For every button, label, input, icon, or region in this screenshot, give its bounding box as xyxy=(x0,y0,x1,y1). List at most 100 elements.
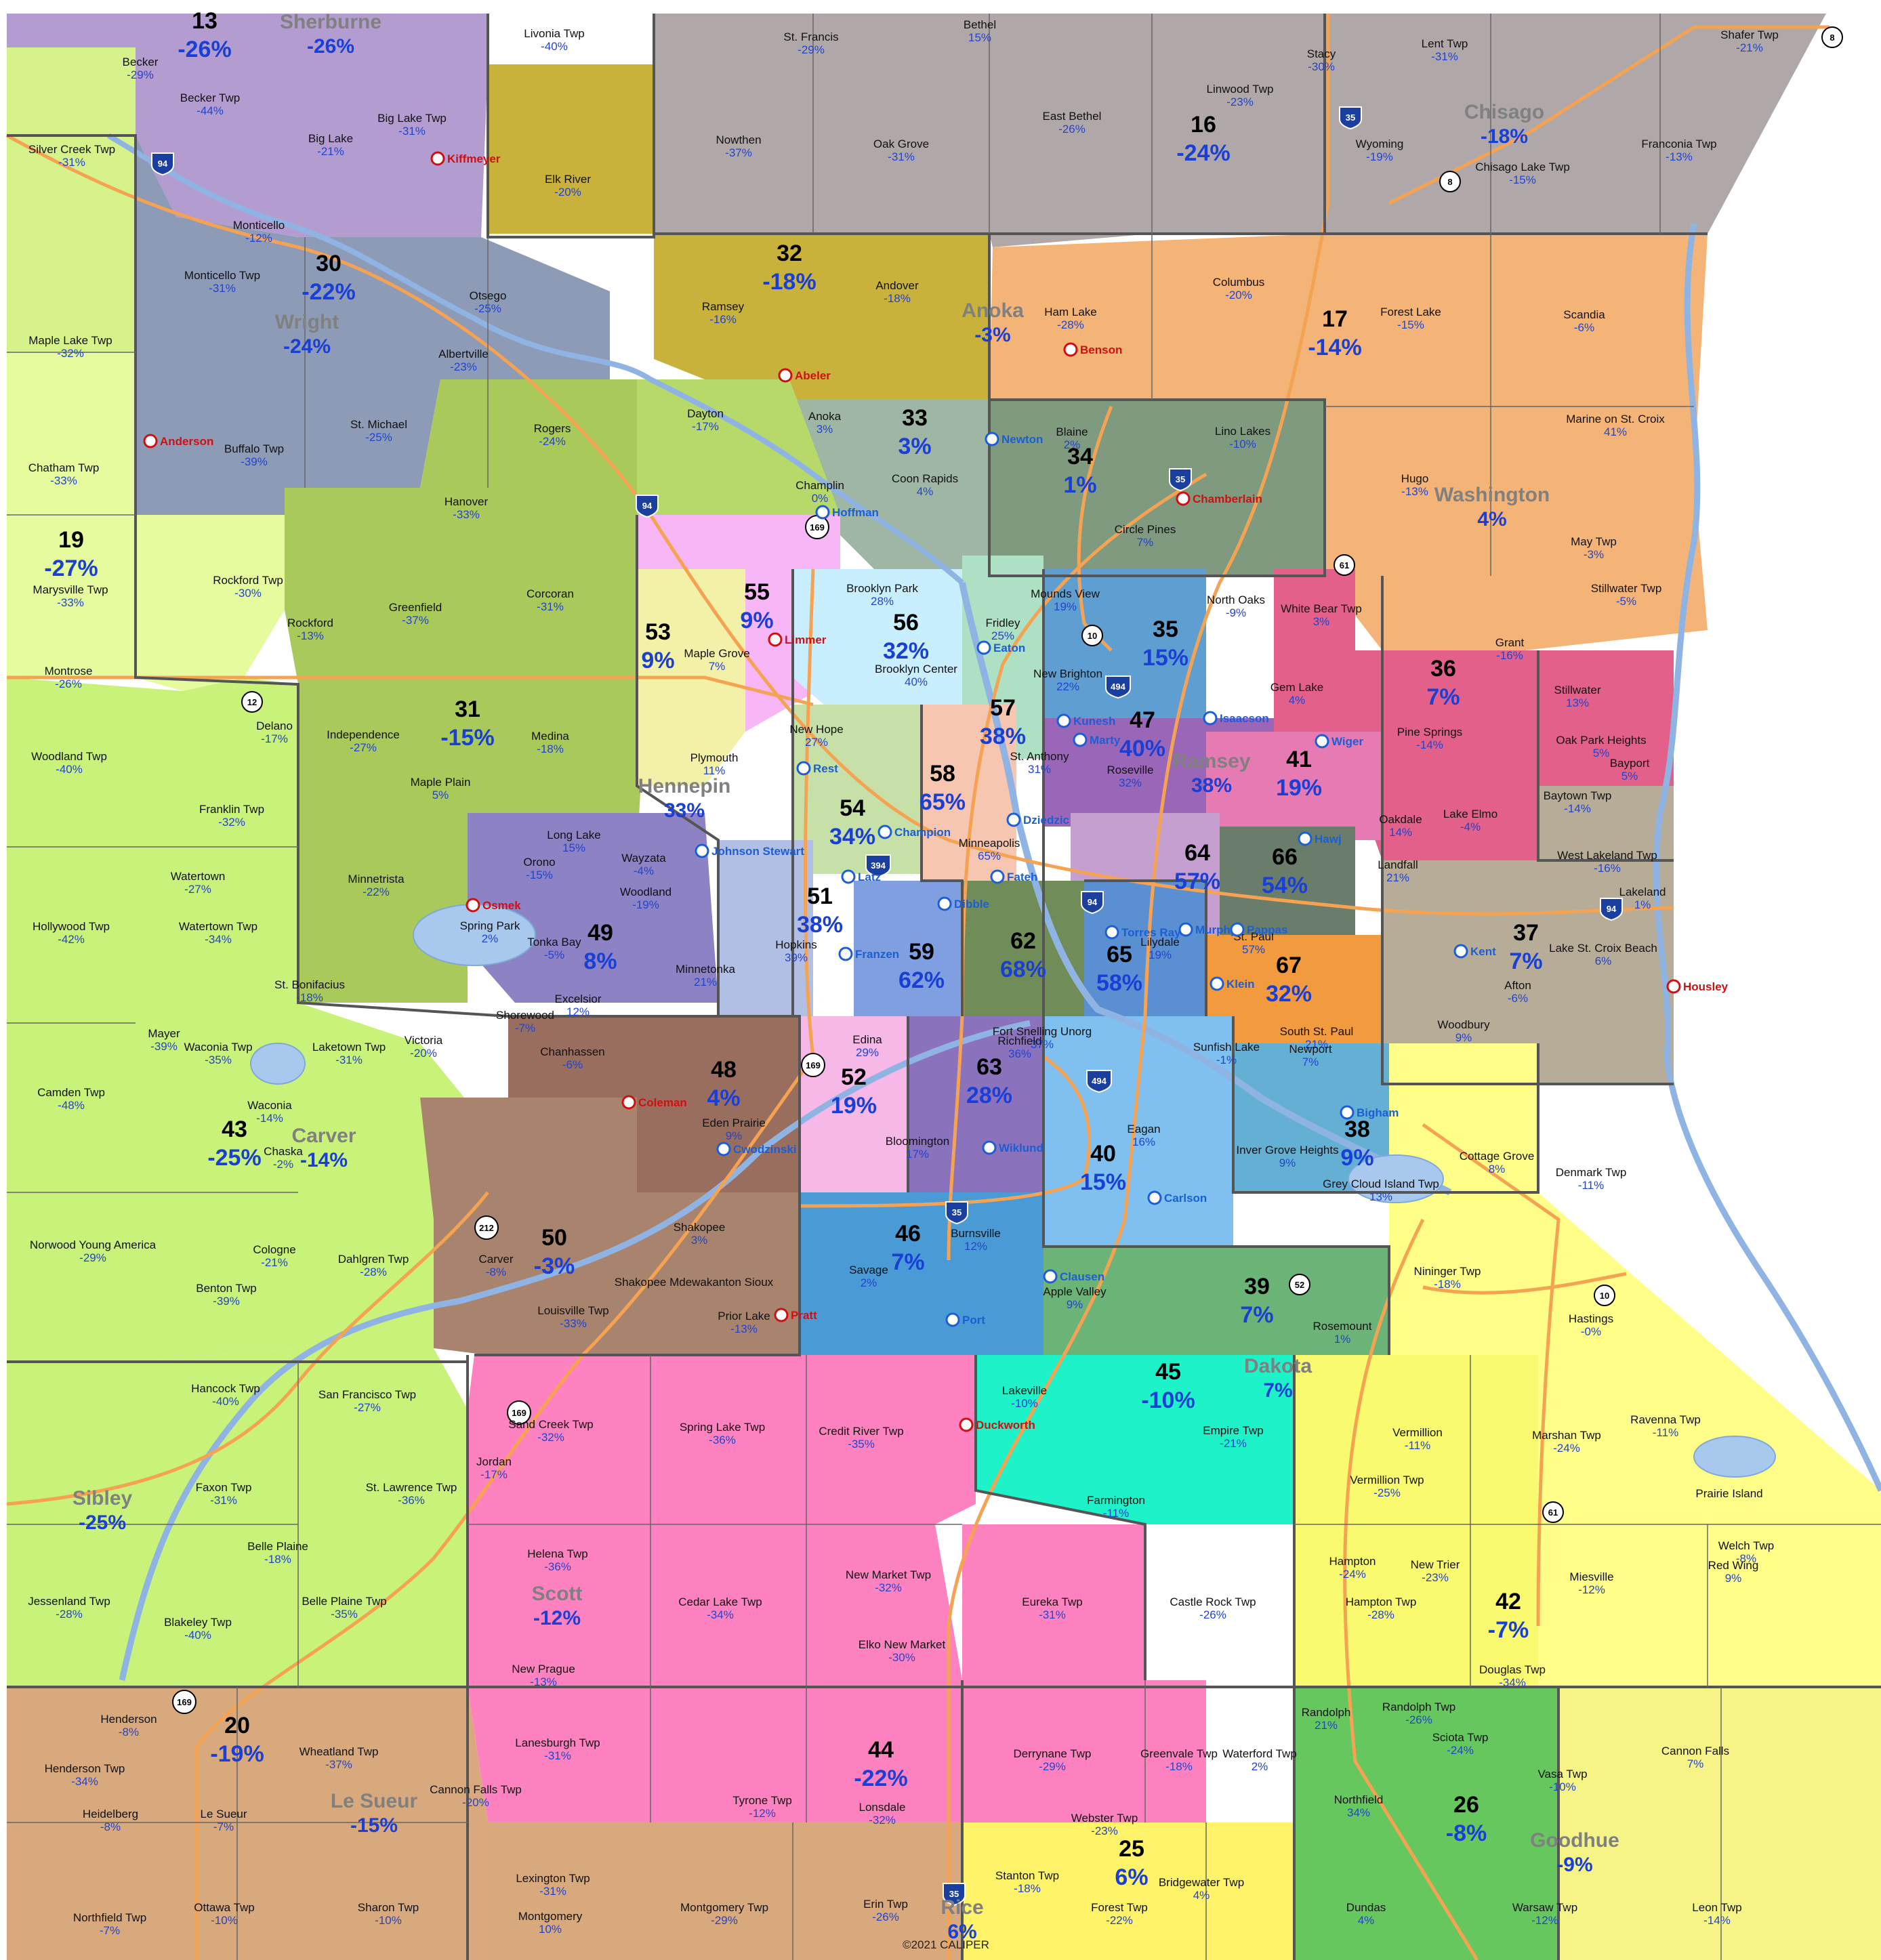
place-marysville-twp: Marysville Twp-33% xyxy=(33,583,108,609)
place-name: Hampton xyxy=(1329,1555,1376,1568)
us-212-shield: 212 xyxy=(474,1215,499,1240)
district-margin: -18% xyxy=(762,269,816,295)
legislator-name: Benson xyxy=(1080,343,1122,356)
place-name: Gem Lake xyxy=(1270,681,1323,694)
place-name: Franklin Twp xyxy=(199,803,264,816)
highway-12-line xyxy=(7,675,814,707)
place-cologne: Cologne-21% xyxy=(253,1243,295,1269)
place-margin: 13% xyxy=(1566,696,1589,709)
place-margin: -6% xyxy=(1574,321,1594,334)
district-43: 43-25% xyxy=(207,1117,261,1171)
county-name: Ramsey xyxy=(1172,750,1250,772)
legislator-name: Coleman xyxy=(638,1096,687,1109)
place-name: Nowthen xyxy=(716,133,761,146)
place-name: Tyrone Twp xyxy=(732,1794,792,1807)
place-name: Shakopee xyxy=(674,1221,726,1234)
legislator-limmer: Limmer xyxy=(768,632,827,647)
county-wright: Wright-24% xyxy=(275,311,339,358)
legislator-name: Pappas xyxy=(1247,923,1287,936)
place-name: Chisago Lake Twp xyxy=(1475,161,1570,173)
place-northfield-twp: Northfield Twp-7% xyxy=(73,1911,146,1937)
interstate-494-shield-2: 494 xyxy=(1086,1070,1112,1093)
place-forest-twp: Forest Twp-22% xyxy=(1091,1901,1148,1927)
district-margin: 1% xyxy=(1063,472,1096,498)
place-name: St. Michael xyxy=(350,418,407,431)
copyright-text: ©2021 CALIPER xyxy=(903,1938,989,1951)
place-name: Lanesburgh Twp xyxy=(515,1736,600,1749)
county-carver: Carver-14% xyxy=(291,1125,356,1171)
district-margin: 19% xyxy=(831,1093,877,1119)
place-name: Sharon Twp xyxy=(358,1901,419,1914)
place-name: Miesville xyxy=(1569,1570,1613,1583)
place-name: Minnetrista xyxy=(348,873,405,885)
district-margin: -26% xyxy=(178,37,231,62)
legislator-name: Hoffman xyxy=(832,506,879,519)
place-hancock-twp: Hancock Twp-40% xyxy=(191,1382,260,1408)
place-vermillion: Vermillion-11% xyxy=(1392,1426,1443,1452)
county-name: Goodhue xyxy=(1530,1829,1619,1852)
place-name: Montgomery Twp xyxy=(680,1901,768,1914)
place-margin: -31% xyxy=(544,1749,571,1762)
place-name: Lakeville xyxy=(1002,1384,1047,1397)
district-margin: -15% xyxy=(440,725,494,751)
place-margin: -21% xyxy=(1736,41,1763,54)
place-big-lake-twp: Big Lake Twp-31% xyxy=(377,112,447,138)
district-19: 19-27% xyxy=(44,527,98,581)
capitol-icon xyxy=(1178,922,1193,937)
capitol-icon xyxy=(1666,979,1681,994)
place-name: Bridgewater Twp xyxy=(1159,1876,1244,1889)
place-watertown-twp: Watertown Twp-34% xyxy=(179,920,257,946)
place-margin: 1% xyxy=(1334,1333,1351,1346)
place-margin: -29% xyxy=(79,1251,106,1264)
place-hollywood-twp: Hollywood Twp-42% xyxy=(33,920,110,946)
district-number: 63 xyxy=(976,1054,1002,1080)
county-sherburne: Sherburne-26% xyxy=(280,11,381,58)
district-50: 50-3% xyxy=(534,1225,575,1279)
district-number: 51 xyxy=(807,883,833,909)
place-may-twp: May Twp-3% xyxy=(1571,535,1617,561)
place-name: Shorewood xyxy=(496,1009,554,1022)
place-margin: -19% xyxy=(632,898,659,911)
place-margin: -29% xyxy=(127,68,154,81)
county-margin: -14% xyxy=(300,1149,348,1171)
svg-text:10: 10 xyxy=(1600,1291,1609,1301)
place-name: Faxon Twp xyxy=(196,1481,252,1494)
place-margin: -10% xyxy=(1549,1780,1576,1793)
place-margin: 2% xyxy=(861,1276,877,1289)
place-margin: 21% xyxy=(1315,1719,1338,1732)
place-margin: 5% xyxy=(1593,747,1610,759)
place-margin: -29% xyxy=(798,43,825,56)
district-margin: 62% xyxy=(898,967,945,993)
legislator-klein: Klein xyxy=(1210,976,1255,991)
district-area-65 xyxy=(1084,881,1206,1016)
place-oak-grove: Oak Grove-31% xyxy=(873,138,929,163)
place-name: Vermillion Twp xyxy=(1350,1474,1424,1486)
legislator-name: Klein xyxy=(1226,978,1255,991)
place-marshan-twp: Marshan Twp-24% xyxy=(1532,1429,1601,1455)
district-32: 32-18% xyxy=(762,241,816,295)
place-name: Newport xyxy=(1289,1043,1332,1056)
place-name: Lino Lakes xyxy=(1215,425,1270,438)
district-number: 35 xyxy=(1153,617,1178,642)
place-name: Apple Valley xyxy=(1043,1285,1107,1298)
place-blakeley-twp: Blakeley Twp-40% xyxy=(164,1616,232,1642)
place-camden-twp: Camden Twp-48% xyxy=(37,1086,105,1112)
place-margin: 11% xyxy=(703,764,726,777)
place-margin: -24% xyxy=(1339,1568,1366,1581)
place-margin: 9% xyxy=(1279,1156,1296,1169)
legislator-name: Wiger xyxy=(1331,735,1363,748)
district-margin: -10% xyxy=(1141,1388,1195,1413)
place-name: Lent Twp xyxy=(1422,37,1468,50)
place-margin: -25% xyxy=(474,302,501,315)
place-name: Heidelberg xyxy=(83,1808,138,1820)
place-margin: -34% xyxy=(71,1775,98,1788)
